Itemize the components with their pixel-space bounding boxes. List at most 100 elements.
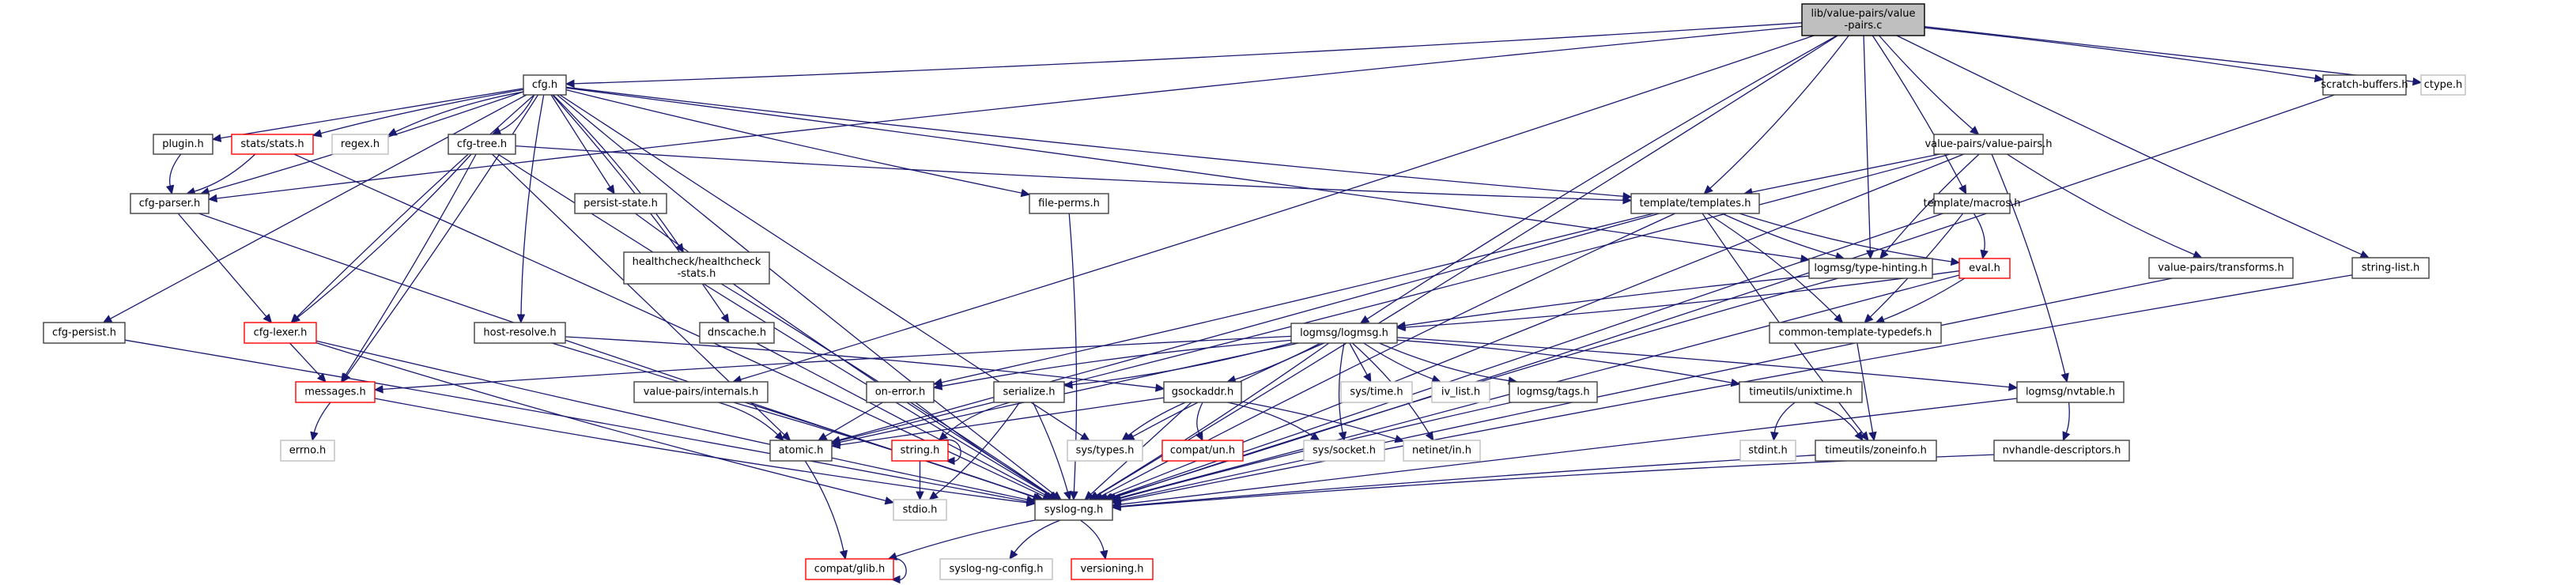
edge-unixtime-to-zoneinfo [1813, 402, 1864, 441]
node-box[interactable] [993, 381, 1065, 403]
node-label: regex.h [341, 138, 380, 150]
node-box[interactable] [523, 74, 567, 96]
node-versioning[interactable]: versioning.h [1071, 558, 1154, 580]
node-box[interactable] [699, 322, 775, 344]
node-box[interactable] [474, 322, 566, 344]
node-stringlist[interactable]: string-list.h [2351, 257, 2430, 279]
node-vpairs[interactable]: value-pairs/value-pairs.h [1924, 134, 2053, 155]
node-box[interactable] [1161, 440, 1244, 462]
node-label: host-resolve.h [483, 327, 556, 339]
node-box[interactable] [891, 440, 949, 462]
edge-line [565, 87, 1803, 260]
node-box[interactable] [1071, 558, 1154, 580]
edge-root-to-typehint [1863, 35, 1875, 260]
node-transforms[interactable]: value-pairs/transforms.h [2148, 257, 2294, 279]
node-fileperms[interactable]: file-perms.h [1029, 193, 1109, 214]
arrowhead-icon [916, 491, 924, 501]
node-templates[interactable]: template/templates.h [1630, 193, 1760, 214]
edge-line [1338, 342, 1345, 434]
node-box[interactable] [43, 322, 126, 344]
node-macros[interactable]: template/macros.h [1924, 193, 2021, 214]
node-zoneinfo[interactable]: timeutils/zoneinfo.h [1815, 440, 1937, 462]
node-box[interactable] [1739, 381, 1863, 403]
edge-stringlist-to-syslogng [1111, 274, 2353, 506]
node-gsockaddr[interactable]: gsockaddr.h [1163, 381, 1242, 403]
node-box[interactable] [1163, 381, 1242, 403]
node-label: string-list.h [2362, 262, 2419, 274]
node-string[interactable]: string.h [891, 440, 949, 462]
edge-line [1707, 213, 1838, 319]
node-eval[interactable]: eval.h [1958, 258, 2011, 279]
node-serialize[interactable]: serialize.h [993, 381, 1065, 403]
node-box[interactable] [1509, 381, 1598, 403]
node-box[interactable] [448, 134, 516, 155]
edge-line [1111, 94, 2335, 498]
node-box[interactable] [1815, 440, 1937, 462]
node-root[interactable]: lib/value-pairs/value-pairs.c [1801, 3, 1925, 36]
node-syslogng[interactable]: syslog-ng.h [1034, 499, 1113, 521]
edge-line [1884, 153, 1980, 254]
node-box[interactable] [244, 322, 317, 344]
node-unixtime[interactable]: timeutils/unixtime.h [1739, 381, 1863, 403]
node-box[interactable] [574, 193, 667, 214]
node-logmsg[interactable]: logmsg/logmsg.h [1290, 323, 1398, 344]
node-nvhandle[interactable]: nvhandle-descriptors.h [1993, 440, 2130, 462]
node-nvtable[interactable]: logmsg/nvtable.h [2016, 381, 2125, 403]
node-label: cfg-persist.h [52, 327, 116, 339]
edge-line [1127, 402, 1186, 436]
node-box[interactable] [769, 440, 833, 462]
node-box[interactable] [1933, 134, 2044, 155]
node-onerror[interactable]: on-error.h [866, 381, 935, 403]
node-box[interactable] [1630, 193, 1760, 214]
node-box[interactable] [633, 381, 769, 403]
node-typehint[interactable]: logmsg/type-hinting.h [1808, 258, 1933, 279]
node-cfgparser[interactable]: cfg-parser.h [130, 193, 210, 214]
node-box[interactable] [2016, 381, 2125, 403]
node-box[interactable] [231, 134, 314, 155]
node-box[interactable] [2351, 257, 2430, 279]
node-box[interactable] [1290, 323, 1398, 344]
node-box [280, 440, 335, 462]
edge-line [756, 342, 1048, 497]
node-box[interactable] [623, 251, 770, 285]
node-box[interactable] [2322, 74, 2407, 96]
node-persist[interactable]: persist-state.h [574, 193, 667, 214]
arrowhead-icon [2192, 251, 2203, 259]
edge-line [1096, 35, 1838, 496]
node-atomic[interactable]: atomic.h [769, 440, 833, 462]
node-scratch[interactable]: scratch-buffers.h [2321, 74, 2408, 96]
node-box[interactable] [1993, 440, 2130, 462]
node-box[interactable] [295, 381, 376, 403]
node-box[interactable] [1958, 258, 2011, 279]
node-box[interactable] [805, 558, 894, 580]
node-box[interactable] [1808, 258, 1933, 279]
node-hostres[interactable]: host-resolve.h [474, 322, 566, 344]
node-box[interactable] [866, 381, 935, 403]
node-cfglexer[interactable]: cfg-lexer.h [244, 322, 317, 344]
edge-line [381, 335, 1292, 391]
node-cfg[interactable]: cfg.h [523, 74, 567, 96]
node-cfgtree[interactable]: cfg-tree.h [448, 134, 516, 155]
node-box[interactable] [1933, 193, 2011, 214]
node-compatun[interactable]: compat/un.h [1161, 440, 1244, 462]
node-health[interactable]: healthcheck/healthcheck-stats.h [623, 251, 770, 285]
node-box[interactable] [1029, 193, 1109, 214]
edge-templates-to-typehint [1721, 213, 1845, 261]
node-plugin[interactable]: plugin.h [153, 134, 213, 155]
node-box[interactable] [130, 193, 210, 214]
node-box[interactable] [2148, 257, 2294, 279]
node-glib[interactable]: compat/glib.h [805, 558, 894, 580]
node-box[interactable] [153, 134, 213, 155]
node-tags[interactable]: logmsg/tags.h [1509, 381, 1598, 403]
edge-line [315, 342, 887, 502]
node-messages[interactable]: messages.h [295, 381, 376, 403]
node-dnscache[interactable]: dnscache.h [699, 322, 775, 344]
node-vpinternals[interactable]: value-pairs/internals.h [633, 381, 769, 403]
node-box[interactable] [1034, 499, 1113, 521]
node-ctt[interactable]: common-template-typedefs.h [1769, 322, 1942, 344]
node-box[interactable] [1769, 322, 1942, 344]
node-syssocket: sys/socket.h [1303, 440, 1385, 462]
node-stats[interactable]: stats/stats.h [231, 134, 314, 155]
node-box[interactable] [1801, 3, 1925, 36]
node-cfgpersist[interactable]: cfg-persist.h [43, 322, 126, 344]
